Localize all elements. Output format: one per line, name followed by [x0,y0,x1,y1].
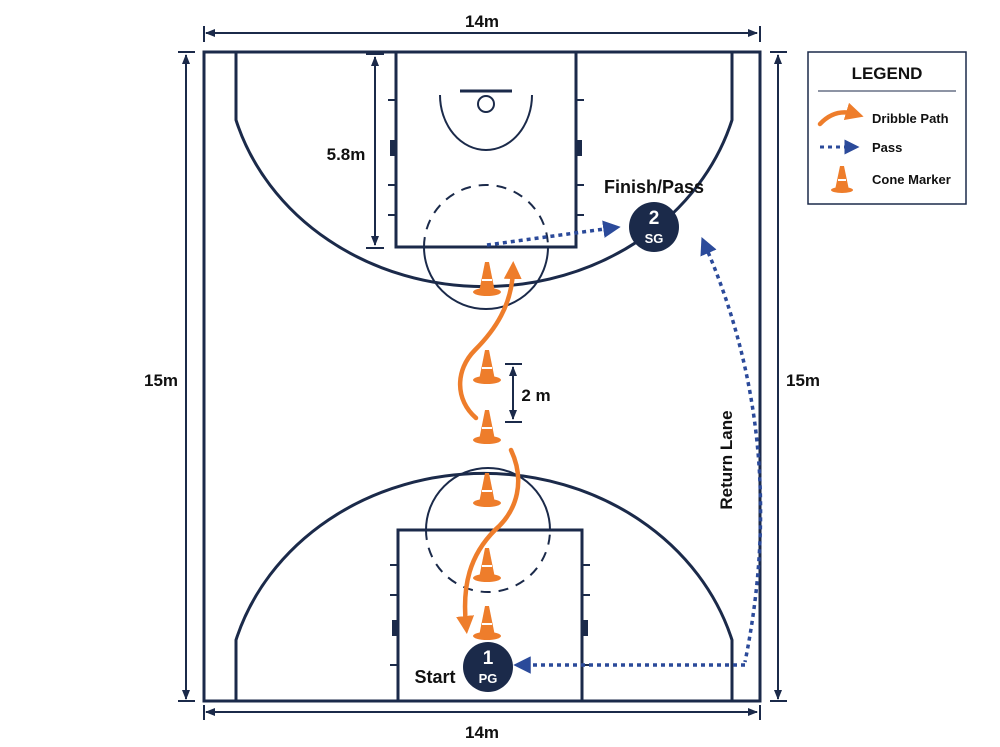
right-length-label: 15m [786,371,820,390]
legend-dribble-label: Dribble Path [872,111,949,126]
dribble-path-arrow [817,102,864,127]
dimension-top: 14m [203,12,761,42]
pass-paths: Return Lane [486,220,763,674]
player-pg-number: 1 [483,648,494,669]
free-throw-circle-top-solid [423,246,549,310]
finish-pass-label: Finish/Pass [604,177,704,197]
pass-to-sg [486,220,621,247]
dimension-left: 15m [144,51,195,702]
lane-block-top-left [390,140,396,156]
dimension-right: 15m [770,51,820,702]
top-width-label: 14m [465,12,499,31]
cone-marker [473,548,501,582]
lane-block-bottom-right [582,620,588,636]
dribble-path [456,261,522,634]
lane-block-bottom-left [392,620,398,636]
court [202,50,762,703]
three-point-line-bottom [234,471,734,701]
player-sg-number: 2 [649,208,660,229]
player-sg: Finish/Pass 2 SG [604,177,704,252]
player-pg-marker [463,642,513,692]
left-length-label: 15m [144,371,178,390]
cone-marker [473,606,501,640]
player-pg: Start 1 PG [414,642,513,692]
cone-marker [473,262,501,296]
bottom-width-label: 14m [465,723,499,742]
legend-pass-label: Pass [872,140,902,155]
free-throw-circle-bottom-solid [425,467,551,531]
return-lane-path [700,236,763,663]
cone-marker [473,410,501,444]
cone-marker-icon [831,166,853,193]
return-lane-label: Return Lane [717,410,736,509]
hoop-top [477,95,495,113]
legend-title: LEGEND [852,64,923,83]
free-throw-circle-top-dashed [423,184,549,248]
legend-cone-label: Cone Marker [872,172,951,187]
player-pg-position: PG [479,671,498,686]
dimension-lane: 5.8m [327,53,384,249]
cones [473,262,501,640]
dimension-bottom: 14m [203,705,761,742]
lane-block-top-right [576,140,582,156]
free-throw-circle-bottom-dashed [425,529,551,593]
start-label: Start [414,667,455,687]
legend: LEGEND Dribble Path Pass Cone Marker [807,51,967,205]
player-sg-position: SG [645,231,664,246]
key-bottom [396,528,584,703]
player-sg-marker [629,202,679,252]
cone-spacing-label: 2 m [521,386,550,405]
restricted-arc-top [439,94,533,151]
cone-marker [473,350,501,384]
lane-length-label: 5.8m [327,145,366,164]
dimension-cone-spacing: 2 m [505,363,551,423]
cone-marker [473,473,501,507]
